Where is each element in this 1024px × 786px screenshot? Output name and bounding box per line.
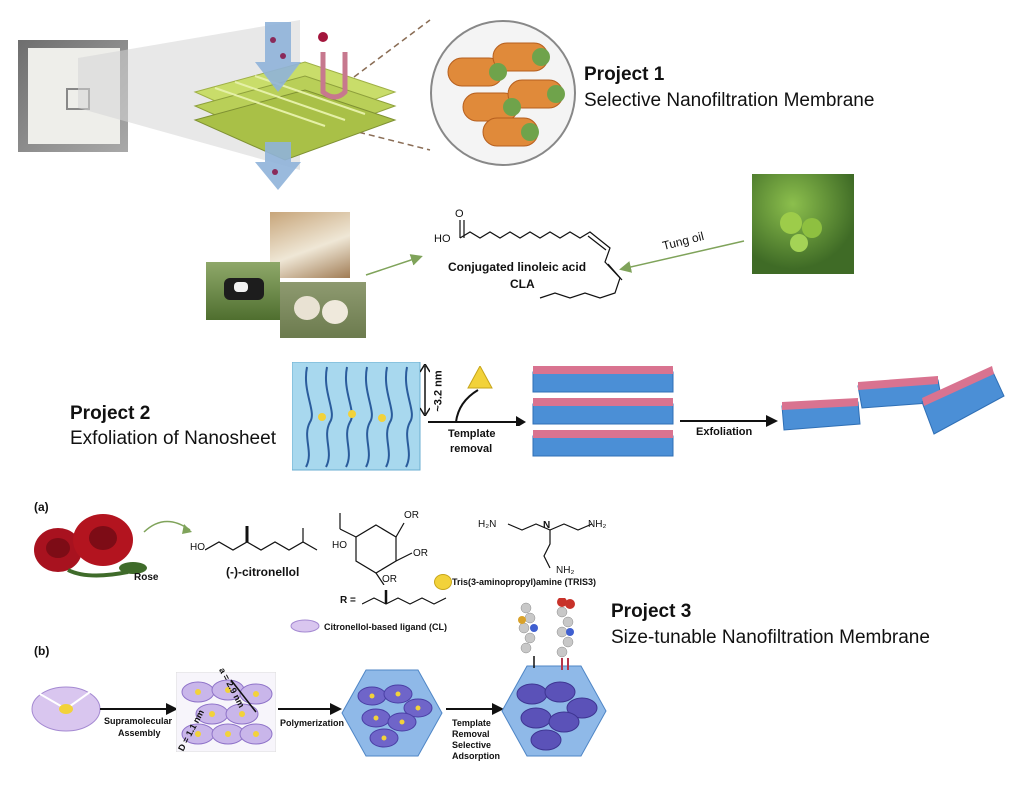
panel-a-label: (a) bbox=[34, 500, 49, 514]
polymerization-label: Polymerization bbox=[280, 718, 345, 728]
rejection-arrow bbox=[320, 52, 348, 100]
cylinder-bundle-illustration bbox=[430, 20, 576, 166]
removal-arrow bbox=[446, 703, 504, 715]
project3-subtitle: Size-tunable Nanofiltration Membrane bbox=[611, 627, 930, 648]
template-removal-line1: Template bbox=[448, 428, 496, 440]
tung-fruit-photo bbox=[752, 174, 854, 274]
dye-molecules bbox=[518, 598, 575, 670]
project2-subtitle: Exfoliation of Nanosheet bbox=[70, 428, 276, 449]
tris-name: Tris(3-aminopropyl)amine (TRIS3) bbox=[452, 577, 597, 587]
polymerized-hexagon bbox=[341, 669, 443, 757]
tris-structure bbox=[507, 523, 593, 569]
dimension-arrow bbox=[420, 364, 430, 416]
cla-o-label: O bbox=[455, 208, 464, 220]
exfoliation-arrow bbox=[680, 415, 778, 427]
assembly-line2: Assembly bbox=[118, 728, 161, 738]
gallate-or-3: OR bbox=[382, 574, 397, 585]
template-removal-line2: removal bbox=[450, 443, 493, 455]
citronellol-ho: HO bbox=[190, 542, 205, 553]
source-arrows bbox=[365, 240, 745, 276]
sheep-photo bbox=[280, 282, 366, 338]
cla-structure bbox=[459, 220, 623, 299]
rose-label: Rose bbox=[134, 572, 159, 583]
tris-legend-icon bbox=[434, 574, 452, 590]
project2-title: Project 2 bbox=[70, 403, 151, 424]
gallate-ho: HO bbox=[332, 540, 347, 551]
gallate-structure bbox=[339, 513, 413, 585]
rose-to-citronellol-arrow bbox=[143, 520, 192, 534]
tris-n-label: N bbox=[543, 520, 551, 531]
gallate-or-1: OR bbox=[404, 510, 419, 521]
citronellol-structure bbox=[205, 526, 318, 551]
dairy-products-photo bbox=[270, 212, 350, 278]
template-pyramid-icon bbox=[467, 366, 493, 389]
step-removal: Removal bbox=[452, 729, 490, 739]
citronellol-label: (-)-citronellol bbox=[226, 565, 300, 579]
project3-title: Project 3 bbox=[611, 601, 692, 622]
assembly-line1: Supramolecular bbox=[104, 716, 173, 726]
template-block bbox=[292, 362, 421, 471]
tris-nh2-label-1: NH₂ bbox=[588, 519, 607, 530]
cattle-photo bbox=[206, 262, 280, 320]
r-group-label: R = bbox=[340, 595, 356, 606]
polymerization-arrow bbox=[278, 703, 342, 715]
gallate-or-2: OR bbox=[413, 548, 428, 559]
tris-h2n-label: H₂N bbox=[478, 519, 497, 530]
flow-arrow-out bbox=[255, 142, 301, 190]
cl-legend-icon bbox=[290, 619, 320, 633]
step-template: Template bbox=[452, 718, 491, 728]
tris-nh2-label-2: NH₂ bbox=[556, 565, 575, 576]
fiber-layers bbox=[193, 61, 397, 161]
rose-illustration bbox=[34, 514, 147, 578]
flow-arrow-down bbox=[255, 22, 301, 92]
panel-b-label: (b) bbox=[34, 644, 50, 658]
step-selective: Selective bbox=[452, 740, 492, 750]
assembly-arrow bbox=[100, 703, 178, 715]
r-group-structure bbox=[362, 590, 447, 605]
porous-hexagon bbox=[501, 665, 607, 757]
project1-title: Project 1 bbox=[584, 64, 665, 85]
cla-ho-label: HO bbox=[434, 233, 451, 245]
column-assembly bbox=[176, 672, 276, 752]
cla-abbr: CLA bbox=[510, 277, 535, 291]
stacked-nanosheets bbox=[532, 366, 674, 457]
cla-name: Conjugated linoleic acid bbox=[448, 260, 587, 274]
template-removal-arrow bbox=[428, 366, 526, 426]
exfoliated-sheets bbox=[781, 366, 1005, 435]
ligand-disk bbox=[31, 686, 101, 732]
step-adsorption: Adsorption bbox=[452, 751, 500, 761]
exfoliation-label: Exfoliation bbox=[696, 426, 753, 438]
fiber-membrane-illustration bbox=[193, 22, 397, 190]
cl-name: Citronellol-based ligand (CL) bbox=[324, 622, 447, 632]
project1-subtitle: Selective Nanofiltration Membrane bbox=[584, 90, 875, 111]
